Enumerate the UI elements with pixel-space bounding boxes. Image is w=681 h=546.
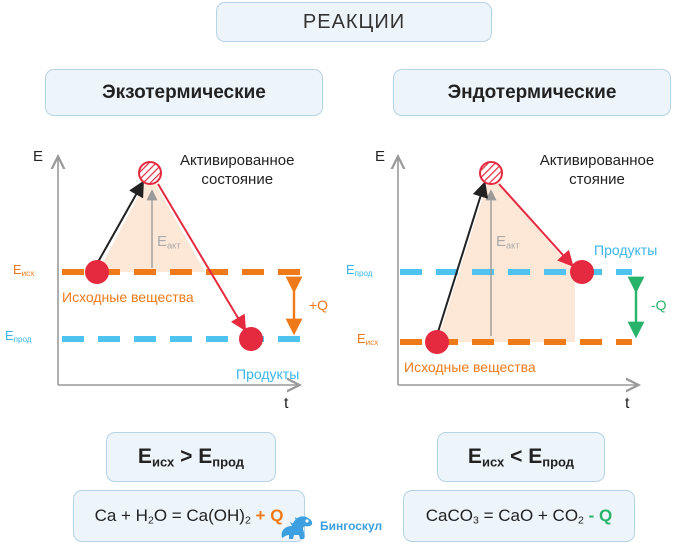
endo-axis-y-label: E [375,148,386,165]
exo-product-dot [239,327,263,351]
exo-eisx-label: Eисх [13,262,35,278]
exo-equation: Ca + H2O = Ca(OH)2 + Q [94,505,284,527]
endo-fall-arrow [498,183,574,267]
exo-heading: Экзотермические [102,81,266,103]
exo-comparison: Eисх > Eпрод [137,444,245,470]
endo-heading: Эндотермические [447,81,617,103]
exo-heading-box: Экзотермические [45,69,323,116]
exo-eprod-label: Eпрод [5,328,32,344]
exo-eakt-label: Eакт [157,233,181,251]
exo-equation-box: Ca + H2O = Ca(OH)2 + Q [73,490,305,542]
bingoskul-logo: Бингоскул [276,508,382,544]
exo-activated-state-icon [138,161,162,185]
endo-equation: CaCO3 = CaO + CO2 - Q [425,505,613,527]
exo-activated-label: Активированное состояние [180,152,295,188]
exo-reactants-label: Исходные вещества [62,289,194,305]
endo-rise-arrow [437,181,489,333]
endo-heading-box: Эндотермические [393,69,671,116]
exo-reactant-dot [85,260,109,284]
endo-diagram [398,158,645,385]
endo-equation-box: CaCO3 = CaO + CO2 - Q [403,490,635,542]
endo-heat-label: -Q [651,297,667,313]
logo-text: Бингоскул [320,519,383,533]
exo-rise-arrow [97,180,144,263]
endo-comparison: Eисх < Eпрод [467,444,575,470]
endo-product-dot [570,260,594,284]
page-title: РЕАКЦИИ [302,10,406,33]
exo-comparison-box: Eисх > Eпрод [106,432,276,482]
endo-reactants-label: Исходные вещества [404,359,536,375]
exo-axis-y-label: E [33,148,44,165]
endo-activated-state-icon [479,161,503,185]
exo-fall-arrow [157,183,247,332]
endo-axis-x-label: t [625,395,630,412]
exo-axis-x-label: t [284,395,289,412]
endo-products-label: Продукты [594,242,658,258]
endo-comparison-box: Eисх < Eпрод [437,432,605,482]
exo-diagram [58,158,303,385]
endo-reactant-dot [425,330,449,354]
exo-heat-label: +Q [309,297,329,313]
exo-products-label: Продукты [236,366,300,382]
title-box: РЕАКЦИИ [216,2,492,42]
endo-eprod-label: Eпрод [346,262,373,278]
endo-activated-label: Активированное стояние [539,152,655,188]
endo-activation-fill [437,174,575,342]
endo-eakt-label: Eакт [496,233,520,251]
dinosaur-icon [281,516,313,539]
endo-eisx-label: Eисх [357,331,379,347]
